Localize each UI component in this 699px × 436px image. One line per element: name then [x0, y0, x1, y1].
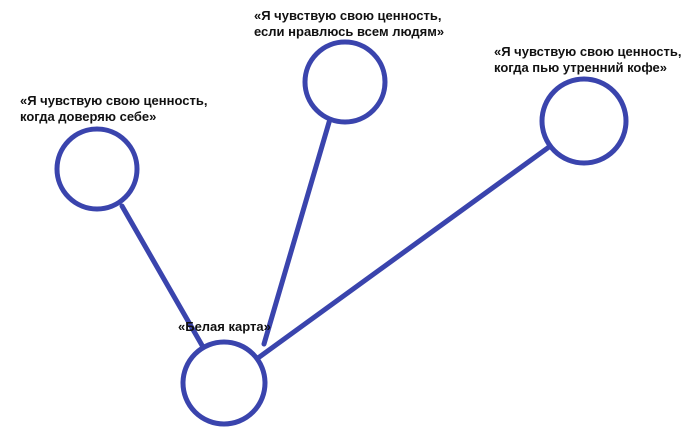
- connector-left: [119, 203, 206, 350]
- node-label-right: «Я чувствую свою ценность, когда пью утр…: [494, 44, 681, 76]
- node-label-middle-line-2: если нравлюсь всем людям»: [254, 24, 445, 39]
- node-label-left-line-2: когда доверяю себе»: [20, 109, 157, 124]
- connector-right: [255, 144, 552, 361]
- node-label-right-line-1: «Я чувствую свою ценность,: [494, 44, 682, 59]
- node-label-left: «Я чувствую свою ценность, когда доверяю…: [20, 93, 207, 125]
- node-circle-left: [54, 126, 140, 212]
- node-circle-middle: [302, 39, 388, 125]
- connector-middle: [261, 116, 333, 347]
- node-label-center: «Белая карта»: [178, 319, 271, 335]
- node-label-middle-line-1: «Я чувствую свою ценность,: [254, 8, 442, 23]
- node-circle-right: [539, 76, 629, 166]
- node-label-right-line-2: когда пью утренний кофе»: [494, 60, 668, 75]
- node-circle-center: [180, 339, 268, 427]
- node-label-middle: «Я чувствую свою ценность, если нравлюсь…: [254, 8, 444, 40]
- node-label-left-line-1: «Я чувствую свою ценность,: [20, 93, 208, 108]
- node-label-center-line-1: «Белая карта»: [178, 319, 271, 334]
